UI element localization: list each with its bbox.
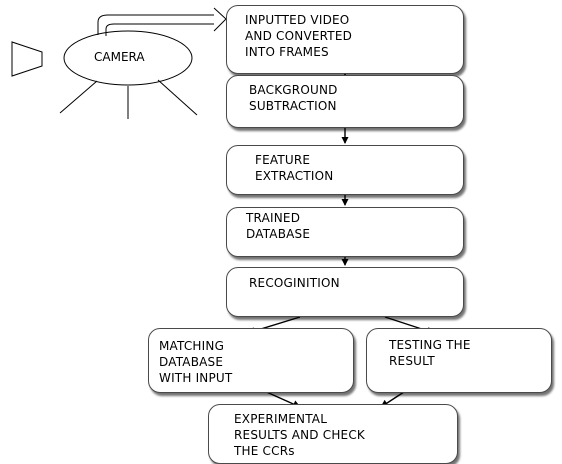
camera-to-input-arrow-inner — [105, 23, 218, 36]
camera-tripod-leg-left — [59, 80, 98, 114]
camera-tripod-leg-right — [157, 79, 198, 116]
trained-database-box: TRAINED DATABASE — [226, 207, 464, 257]
testing-result-box: TESTING THE RESULT — [366, 328, 552, 393]
recognition-box: RECOGINITION — [226, 267, 464, 317]
camera-lens-shape — [11, 41, 43, 77]
camera-to-input-arrowhead — [213, 7, 227, 32]
background-subtraction-box: BACKGROUND SUBTRACTION — [226, 75, 464, 128]
camera-label: CAMERA — [94, 50, 145, 64]
camera-icon — [11, 30, 198, 119]
input-video-box: INPUTTED VIDEO AND CONVERTED INTO FRAMES — [226, 5, 464, 74]
matching-database-box: MATCHING DATABASE WITH INPUT — [148, 328, 354, 393]
experimental-results-box: EXPERIMENTAL RESULTS AND CHECK THE CCRs — [208, 404, 458, 464]
camera-body-shape — [63, 30, 193, 86]
camera-to-input-arrow-outer — [97, 14, 218, 35]
feature-extraction-box: FEATURE EXTRACTION — [226, 145, 464, 195]
